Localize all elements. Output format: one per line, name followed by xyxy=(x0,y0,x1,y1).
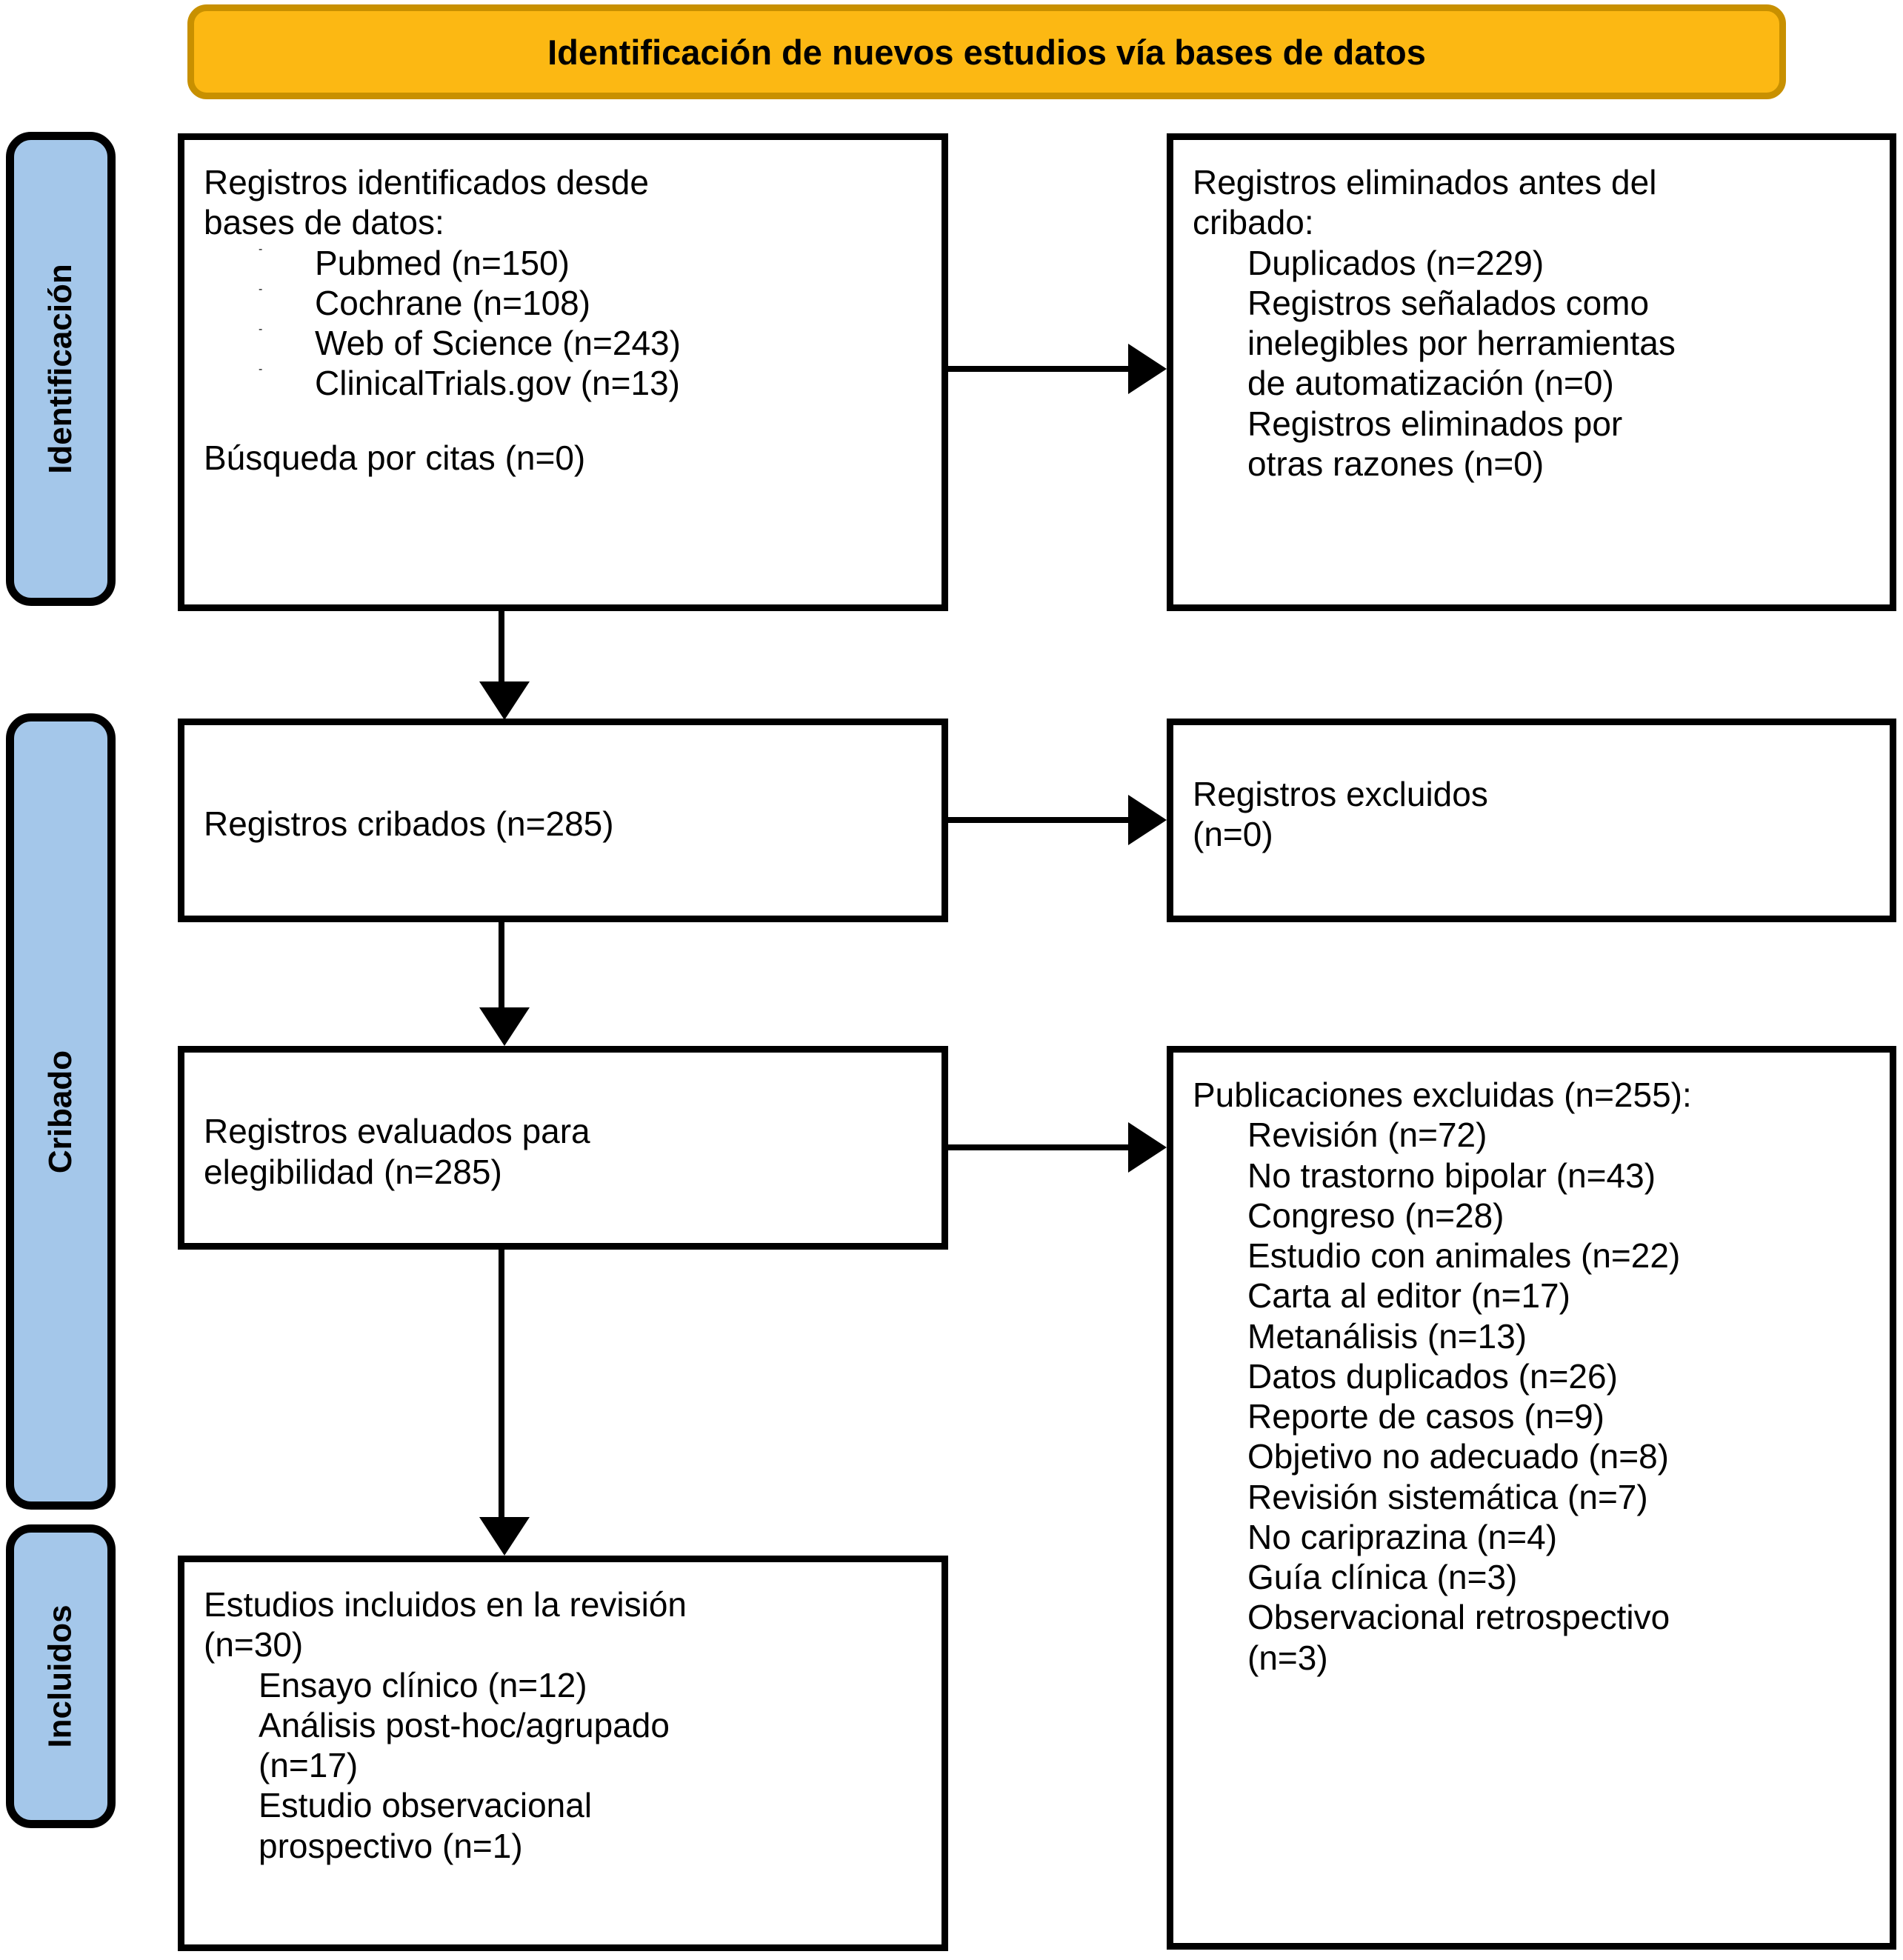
eligibility-line2: elegibilidad (n=285) xyxy=(204,1152,502,1191)
source-row-clinicaltrials: - ClinicalTrials.gov (n=13) xyxy=(204,363,922,403)
studies-included-heading-line2: (n=30) xyxy=(204,1625,304,1664)
records-removed-heading-line1: Registros eliminados antes del xyxy=(1193,163,1657,201)
exclusion-reason-animales: Estudio con animales (n=22) xyxy=(1247,1236,1681,1276)
box-records-screened: Registros cribados (n=285) xyxy=(178,719,948,922)
box-publications-excluded: Publicaciones excluidas (n=255): Revisió… xyxy=(1167,1046,1896,1950)
exclusion-reason-congreso: Congreso (n=28) xyxy=(1247,1196,1504,1235)
source-web-of-science: Web of Science (n=243) xyxy=(315,324,681,363)
arrow-head-right-icon xyxy=(1128,795,1167,845)
eligibility-line1: Registros evaluados para xyxy=(204,1112,590,1151)
included-type-observacional-line1: Estudio observacional xyxy=(259,1786,593,1825)
arrow-shaft xyxy=(948,1144,1128,1150)
studies-included-heading-line1: Estudios incluidos en la revisión xyxy=(204,1585,687,1624)
bullet-dash-icon: - xyxy=(259,282,263,296)
arrow-shaft xyxy=(499,611,504,685)
bullet-dash-icon: - xyxy=(259,363,263,376)
included-type-post-hoc-line2: (n=17) xyxy=(259,1746,359,1785)
exclusion-reason-guia-clinica: Guía clínica (n=3) xyxy=(1247,1558,1518,1597)
box-records-removed-before-screening: Registros eliminados antes del cribado: … xyxy=(1167,133,1896,611)
stage-label-incluidos-text: Incluidos xyxy=(42,1604,79,1748)
arrow-head-down-icon xyxy=(479,681,530,720)
arrow-shaft xyxy=(948,366,1128,372)
included-type-ensayo-clinico: Ensayo clínico (n=12) xyxy=(259,1665,587,1704)
source-row-pubmed: - Pubmed (n=150) xyxy=(204,243,922,283)
source-cochrane: Cochrane (n=108) xyxy=(315,283,591,322)
exclusion-reason-objetivo-no-adecuado: Objetivo no adecuado (n=8) xyxy=(1247,1437,1670,1476)
stage-label-cribado: Cribado xyxy=(6,713,116,1510)
exclusion-reason-revision-sistematica: Revisión sistemática (n=7) xyxy=(1247,1477,1648,1516)
removed-ineligible-line3: de automatización (n=0) xyxy=(1247,364,1614,403)
exclusion-reason-metanalisis: Metanálisis (n=13) xyxy=(1247,1316,1527,1356)
arrow-head-right-icon xyxy=(1128,344,1167,394)
included-type-observacional-line2: prospectivo (n=1) xyxy=(259,1826,523,1865)
bullet-dash-icon: - xyxy=(259,242,263,256)
exclusion-reason-datos-duplicados: Datos duplicados (n=26) xyxy=(1247,1356,1618,1396)
exclusion-reason-no-bipolar: No trastorno bipolar (n=43) xyxy=(1247,1156,1656,1195)
exclusion-reason-reporte-casos: Reporte de casos (n=9) xyxy=(1247,1397,1604,1436)
box-records-excluded: Registros excluidos (n=0) xyxy=(1167,719,1896,922)
publications-excluded-heading: Publicaciones excluidas (n=255): xyxy=(1193,1076,1692,1114)
records-identified-heading-line1: Registros identificados desde xyxy=(204,163,649,201)
box-records-assessed-eligibility: Registros evaluados para elegibilidad (n… xyxy=(178,1046,948,1250)
arrow-head-down-icon xyxy=(479,1517,530,1556)
removed-duplicates: Duplicados (n=229) xyxy=(1247,243,1544,282)
arrow-shaft xyxy=(499,1250,504,1519)
exclusion-reason-observacional-retrospectivo-line1: Observacional retrospectivo xyxy=(1247,1598,1670,1637)
removed-other-line2: otras razones (n=0) xyxy=(1247,444,1544,483)
included-type-post-hoc-line1: Análisis post-hoc/agrupado xyxy=(259,1705,670,1744)
box-studies-included: Estudios incluidos en la revisión (n=30)… xyxy=(178,1556,948,1951)
exclusion-reason-revision: Revisión (n=72) xyxy=(1247,1116,1487,1155)
records-screened-text: Registros cribados (n=285) xyxy=(204,804,614,844)
bullet-dash-icon: - xyxy=(259,323,263,336)
arrow-head-down-icon xyxy=(479,1007,530,1046)
stage-label-identificacion: Identificación xyxy=(6,132,116,606)
stage-label-incluidos: Incluidos xyxy=(6,1524,116,1828)
arrow-head-right-icon xyxy=(1128,1122,1167,1173)
citation-search: Búsqueda por citas (n=0) xyxy=(204,438,586,477)
exclusion-reason-observacional-retrospectivo-line2: (n=3) xyxy=(1247,1638,1328,1677)
records-excluded-line1: Registros excluidos xyxy=(1193,775,1488,813)
records-excluded-line2: (n=0) xyxy=(1193,815,1273,854)
removed-other-line1: Registros eliminados por xyxy=(1247,404,1623,443)
exclusion-reason-no-cariprazina: No cariprazina (n=4) xyxy=(1247,1517,1558,1556)
arrow-shaft xyxy=(499,922,504,1010)
arrow-shaft xyxy=(948,817,1128,823)
stage-label-cribado-text: Cribado xyxy=(42,1050,79,1173)
spacer xyxy=(204,404,922,438)
source-clinicaltrials: ClinicalTrials.gov (n=13) xyxy=(315,364,680,403)
diagram-header-banner: Identificación de nuevos estudios vía ba… xyxy=(187,4,1786,99)
records-removed-heading-line2: cribado: xyxy=(1193,203,1314,242)
exclusion-reason-carta-editor: Carta al editor (n=17) xyxy=(1247,1276,1570,1316)
source-row-cochrane: - Cochrane (n=108) xyxy=(204,283,922,323)
removed-ineligible-line1: Registros señalados como xyxy=(1247,283,1650,322)
stage-label-identificacion-text: Identificación xyxy=(42,264,79,474)
box-records-identified: Registros identificados desde bases de d… xyxy=(178,133,948,611)
page-title: Identificación de nuevos estudios vía ba… xyxy=(547,32,1426,72)
removed-ineligible-line2: inelegibles por herramientas xyxy=(1247,324,1676,363)
records-identified-heading-line2: bases de datos: xyxy=(204,203,444,242)
source-row-web-of-science: - Web of Science (n=243) xyxy=(204,323,922,363)
source-pubmed: Pubmed (n=150) xyxy=(315,243,570,282)
